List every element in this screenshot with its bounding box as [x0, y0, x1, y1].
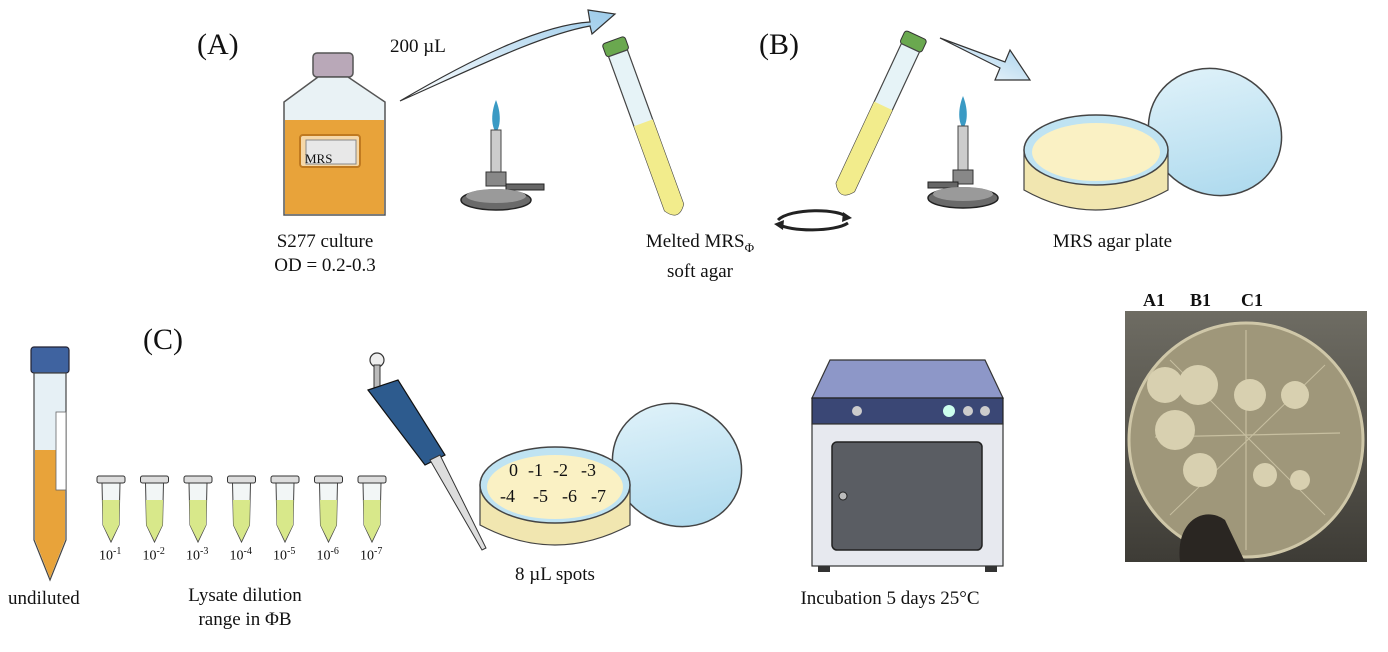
dilution-label: 10-3: [186, 546, 208, 565]
volume-label: 200 µL: [390, 36, 446, 57]
pipette-icon: [367, 352, 487, 551]
dilution-label: 10-4: [230, 546, 252, 565]
dilution-exponent: -6: [330, 546, 339, 557]
dilution-base: 10: [229, 548, 244, 564]
soft-agar-tube-icon: [602, 36, 685, 216]
spot-label: -5: [533, 486, 548, 506]
dilution-exponent: -1: [113, 546, 122, 557]
pouring-tube-icon: [835, 30, 927, 196]
spot-label: 0: [509, 460, 518, 480]
dilution-exponent: -5: [287, 546, 296, 557]
culture-bottle-icon: [283, 52, 386, 216]
undiluted-label: undiluted: [8, 588, 80, 609]
dilution-base: 10: [186, 548, 200, 564]
swirl-icon: [774, 209, 852, 232]
spot-label: -4: [500, 486, 515, 506]
dilution-exponent: -2: [156, 546, 165, 557]
spot-label: -6: [562, 486, 577, 506]
lysate-label: Lysate dilution range in ΦB: [160, 584, 330, 632]
panel-b-label: (B): [759, 28, 799, 61]
undiluted-tube-icon: [30, 346, 70, 582]
spot-label: -3: [581, 460, 596, 480]
dilution-tube-icon: [183, 475, 213, 544]
dilution-base: 10: [273, 548, 287, 564]
photo-column-label: C1: [1241, 290, 1263, 310]
incubation-label: Incubation 5 days 25°C: [800, 588, 980, 609]
soft-agar-subscript: Φ: [744, 239, 755, 255]
lysate-label-line2: range in ΦB: [198, 609, 292, 630]
transfer-arrow-icon: [399, 9, 617, 102]
dilution-tube-icon: [227, 475, 256, 544]
dilution-label: 10-7: [360, 546, 382, 565]
plaque-assay-photo: [1125, 311, 1367, 562]
dilution-tube-icon: [314, 475, 343, 544]
bunsen-burner-b-icon: [927, 96, 999, 209]
dilution-label: 10-6: [317, 546, 339, 565]
dilution-exponent: -4: [243, 546, 252, 557]
spot-label: -1: [528, 460, 543, 480]
culture-label: S277 culture OD = 0.2-0.3: [243, 230, 407, 278]
dilution-exponent: -3: [200, 546, 209, 557]
dilution-label: 10-5: [273, 546, 295, 565]
pour-arrow-icon: [939, 37, 1032, 81]
dilution-label: 10-1: [99, 546, 121, 565]
photo-column-label: A1: [1143, 290, 1165, 310]
dilution-tube-icon: [96, 475, 126, 544]
spot-label: -2: [553, 460, 568, 480]
culture-label-line1: S277 culture: [276, 231, 374, 252]
dilution-base: 10: [142, 548, 157, 564]
panel-a-label: (A): [197, 28, 239, 61]
soft-agar-label: Melted MRSΦ soft agar: [620, 230, 780, 284]
bunsen-burner-icon: [460, 100, 545, 211]
dilution-base: 10: [316, 548, 331, 564]
spot-label: -7: [591, 486, 606, 506]
panel-c-label: (C): [143, 323, 183, 356]
soft-agar-label-line2: soft agar: [667, 260, 733, 282]
dilution-tube-icon: [270, 475, 300, 544]
culture-label-line2: OD = 0.2-0.3: [274, 255, 376, 276]
incubator-icon: [811, 359, 1004, 572]
dilution-exponent: -7: [374, 546, 383, 557]
bottle-label: MRS: [305, 151, 333, 166]
lysate-label-line1: Lysate dilution: [188, 585, 302, 606]
photo-column-label: B1: [1190, 290, 1212, 310]
plate-label: MRS agar plate: [1052, 231, 1173, 252]
dilution-tube-icon: [140, 475, 169, 544]
soft-agar-label-line1: Melted MRS: [645, 231, 745, 252]
dilution-base: 10: [360, 548, 374, 564]
dilution-label: 10-2: [143, 546, 165, 565]
agar-plate-icon: [1023, 67, 1283, 211]
spot-plate-icon: [479, 402, 743, 546]
dilution-tube-icon: [357, 475, 387, 544]
dilution-base: 10: [99, 548, 113, 564]
spots-label: 8 µL spots: [515, 564, 595, 585]
